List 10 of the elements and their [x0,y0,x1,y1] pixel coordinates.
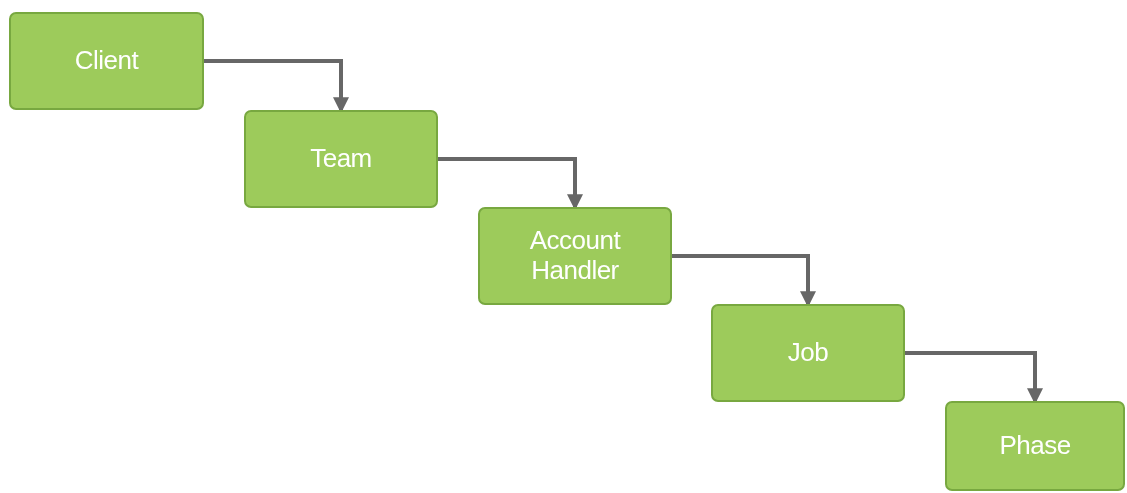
process-box [478,207,672,305]
box-label: Account Handler [528,226,622,286]
box-label: Client [74,46,139,76]
box-label: Job [787,338,829,368]
box-label: Phase [999,431,1071,461]
process-box [9,12,204,110]
process-box [945,401,1125,491]
box-label: Team [310,144,372,174]
process-box [244,110,438,208]
process-box [711,304,905,402]
